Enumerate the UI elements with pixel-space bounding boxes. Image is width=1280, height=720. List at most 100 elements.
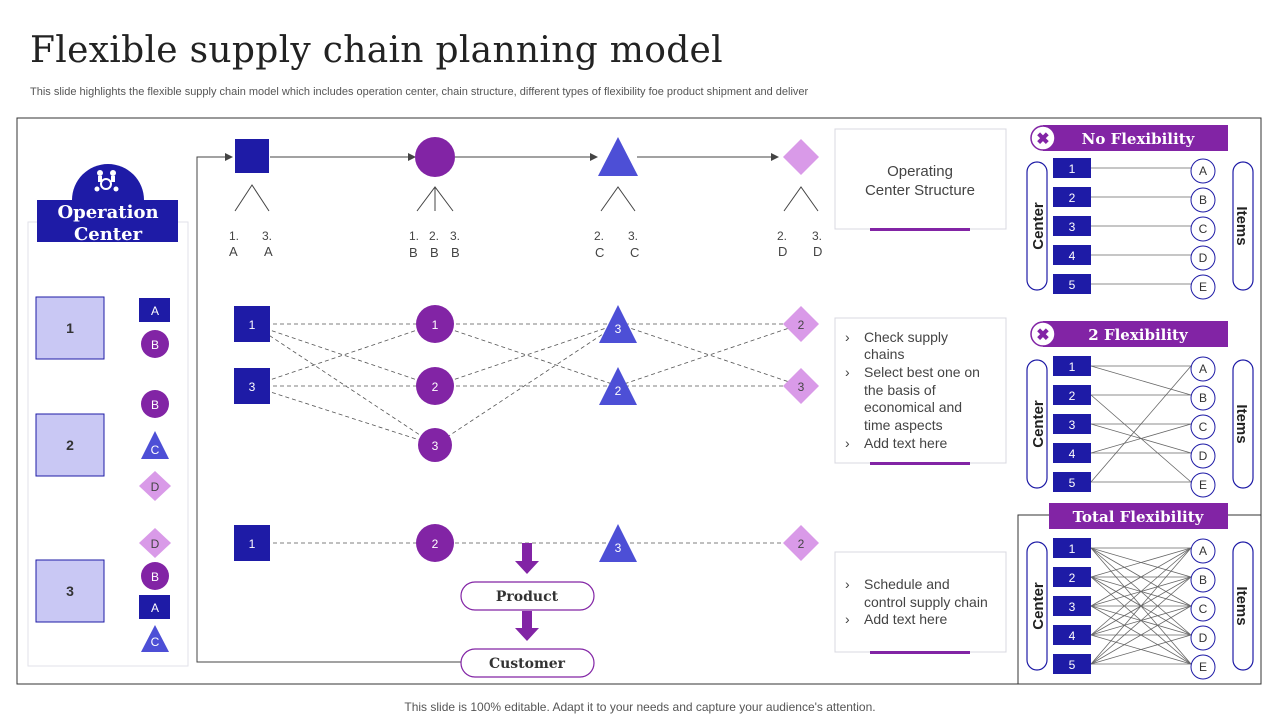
center-node (1053, 356, 1091, 376)
center-node-label: 4 (1069, 447, 1076, 461)
bullet-line: chains (864, 346, 904, 362)
item-node-label: B (1199, 573, 1207, 587)
top-row-chain: 1. 3. A A 1. 2. 3. B B B 2. 3. C C 2. 3.… (229, 137, 822, 260)
network-circle (416, 367, 454, 405)
item-node (1190, 187, 1216, 213)
marker-label: C (151, 635, 160, 649)
top-label: 2. (429, 229, 439, 243)
flex-panel-title: 2 Flexibility (1088, 326, 1189, 344)
bullet-line: economical and (864, 399, 962, 415)
bullet-line: control supply chain (864, 594, 988, 610)
info-box-1-line: Operating (887, 163, 953, 180)
center-node-label: 5 (1069, 476, 1076, 490)
item-node (1190, 654, 1216, 680)
item-node (1190, 216, 1216, 242)
network-diamond-label: 2 (798, 537, 805, 551)
network-nodes: 1 3 1 1 2 3 2 3 2 3 2 3 2 (234, 305, 819, 562)
items-side-pill (1232, 541, 1254, 671)
network-diamond (783, 368, 819, 404)
top-label: C (595, 245, 604, 260)
center-node-label: 1 (1069, 542, 1076, 556)
down-arrow-icon (515, 611, 539, 641)
network-triangle (599, 367, 637, 405)
item-node (1190, 538, 1216, 564)
top-label: A (264, 244, 273, 259)
marker-label: D (151, 480, 160, 494)
flex-panel-title: Total Flexibility (1073, 508, 1205, 526)
center-node (1053, 414, 1091, 434)
center-node-label: 4 (1069, 249, 1076, 263)
network-circle-label: 2 (432, 380, 439, 394)
top-label: 3. (450, 229, 460, 243)
top-label: C (630, 245, 639, 260)
network-square-label: 3 (249, 380, 256, 394)
close-x-glyph: ✖ (1036, 131, 1049, 148)
marker-label: A (151, 601, 159, 615)
page-title: Flexible supply chain planning model (30, 30, 723, 71)
items-side-label: Items (1233, 586, 1250, 625)
marker-circle (141, 330, 169, 358)
operation-center-label-bg (37, 200, 178, 242)
top-label: 1. (229, 229, 239, 243)
flex-link (1090, 605, 1192, 665)
bullet-chevron: › (845, 435, 850, 451)
flex-link (1090, 547, 1192, 665)
marker-diamond (139, 471, 171, 501)
item-node-label: A (1199, 362, 1207, 376)
center-node (1053, 538, 1091, 558)
footer-note: This slide is 100% editable. Adapt it to… (404, 700, 876, 714)
top-circle (415, 137, 455, 177)
network-diamond (783, 306, 819, 342)
top-label: B (409, 245, 418, 260)
flex-panel-header (1049, 503, 1228, 529)
flex-panel-title: No Flexibility (1082, 130, 1196, 148)
network-square-label: 1 (249, 318, 256, 332)
marker-label: D (151, 537, 160, 551)
flex-link (1090, 547, 1192, 636)
center-node-label: 5 (1069, 278, 1076, 292)
top-label: 3. (628, 229, 638, 243)
center-node-label: 1 (1069, 162, 1076, 176)
bullet-chevron: › (845, 364, 850, 380)
top-triangle (598, 137, 638, 176)
center-node (1053, 596, 1091, 616)
customer-pill (460, 648, 595, 678)
center-node (1053, 216, 1091, 236)
bullet-line: Check supply (864, 329, 948, 345)
marker-label: A (151, 304, 159, 318)
center-node (1053, 443, 1091, 463)
bullet-line: Add text here (864, 611, 947, 627)
top-label: 3. (262, 229, 272, 243)
center-node (1053, 385, 1091, 405)
center-box-2 (35, 413, 105, 477)
marker-square (139, 595, 170, 619)
close-x-icon (1030, 321, 1056, 347)
bullet-line: Add text here (864, 435, 947, 451)
center-box-1 (35, 296, 105, 360)
bullet-line: Schedule and (864, 576, 950, 592)
network-diamond-label: 2 (798, 318, 805, 332)
network-circle-label: 2 (432, 537, 439, 551)
center-side-label: Center (1030, 582, 1047, 630)
info-box-2: › Check supply chains › Select best one … (834, 317, 1007, 465)
item-node-label: B (1199, 391, 1207, 405)
center-node (1053, 187, 1091, 207)
center-node-label: 5 (1069, 658, 1076, 672)
network-edges (251, 323, 802, 544)
item-node (1190, 158, 1216, 184)
network-circle-label: 3 (432, 439, 439, 453)
center-node (1053, 245, 1091, 265)
top-label: B (451, 245, 460, 260)
item-node (1190, 414, 1216, 440)
center-side-pill (1026, 541, 1048, 671)
operation-center-title-2: Center (74, 224, 143, 245)
item-node (1190, 385, 1216, 411)
marker-circle (141, 562, 169, 590)
flex-link (1090, 634, 1192, 665)
items-side-label: Items (1233, 206, 1250, 245)
item-node-label: C (1199, 602, 1208, 616)
top-label: 2. (594, 229, 604, 243)
network-triangle-label: 3 (615, 541, 622, 555)
